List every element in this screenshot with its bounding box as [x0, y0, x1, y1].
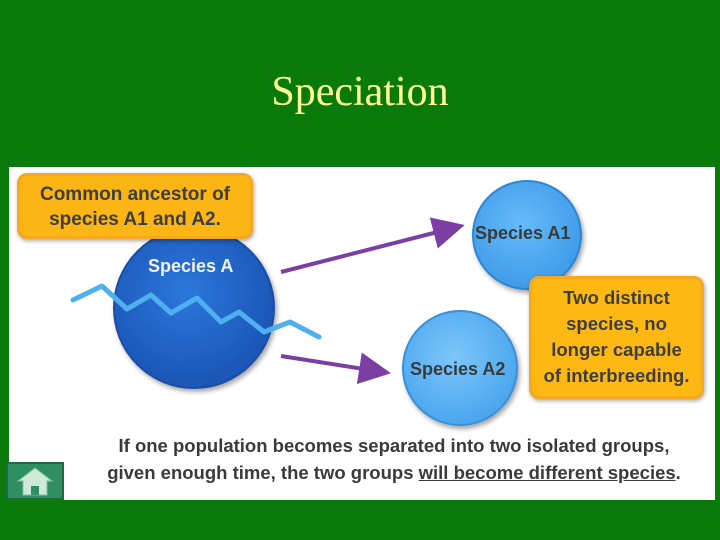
caption-line-1: If one population becomes separated into… [118, 435, 670, 456]
arrow-to-species-a2 [280, 352, 391, 385]
common-ancestor-callout: Common ancestor of species A1 and A2. [17, 173, 253, 239]
distinct-callout-line-1: Two distinct [563, 287, 670, 308]
species-a2-circle [402, 310, 518, 426]
distinct-callout-line-3: longer capable [551, 339, 682, 360]
distinct-species-callout: Two distinct species, no longer capable … [529, 276, 704, 399]
caption-underlined-text: will become different species [418, 462, 676, 483]
species-a-circle [113, 227, 275, 389]
speciation-diagram: Common ancestor of species A1 and A2. Sp… [9, 167, 715, 500]
home-icon [6, 462, 64, 500]
ancestor-callout-line-1: Common ancestor of [39, 184, 231, 205]
speciation-caption: If one population becomes separated into… [74, 432, 714, 486]
caption-line-2: given enough time, the two groups will b… [74, 459, 714, 486]
geographic-barrier-line [70, 283, 322, 340]
distinct-callout-line-4: of interbreeding. [543, 365, 690, 386]
slide-title: Speciation [271, 69, 449, 115]
caption-line-2-suffix: . [675, 462, 681, 483]
home-button[interactable] [6, 462, 64, 500]
arrow-to-species-a1 [280, 217, 465, 274]
species-a1-circle [472, 180, 582, 290]
diagram-graphics [70, 180, 582, 426]
caption-line-2-prefix: given enough time, the two groups [107, 462, 419, 483]
species-a2-label: Species A2 [410, 359, 506, 379]
species-a1-label: Species A1 [475, 223, 571, 243]
ancestor-callout-line-2: species A1 and A2. [49, 209, 221, 230]
distinct-callout-line-2: species, no [566, 313, 667, 334]
species-a-label: Species A [148, 256, 234, 276]
